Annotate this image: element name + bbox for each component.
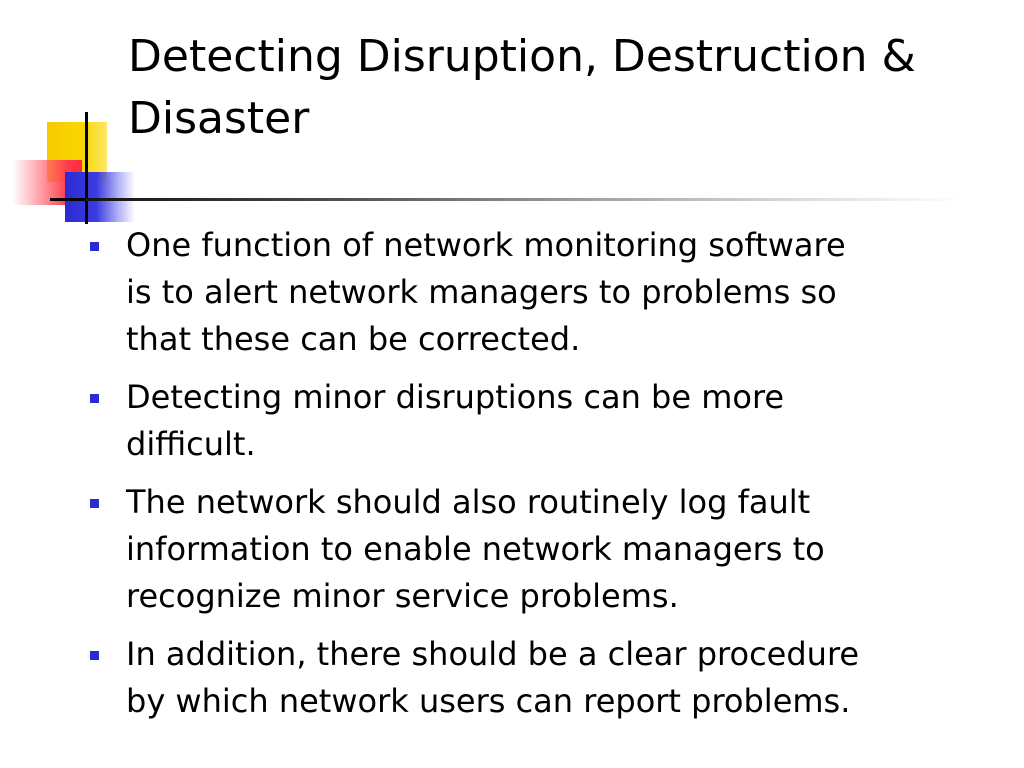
square-bullet-icon bbox=[90, 394, 99, 403]
bullet-text: Detecting minor disruptions can be more … bbox=[126, 378, 785, 463]
logo-blue-square bbox=[65, 172, 135, 222]
bullet-list: One function of network monitoring softw… bbox=[90, 222, 970, 736]
title-underline bbox=[85, 198, 965, 201]
bullet-item: One function of network monitoring softw… bbox=[90, 222, 970, 363]
bullet-text: In addition, there should be a clear pro… bbox=[126, 635, 860, 720]
bullet-text: The network should also routinely log fa… bbox=[126, 483, 825, 615]
square-bullet-icon bbox=[90, 499, 99, 508]
bullet-text: One function of network monitoring softw… bbox=[126, 226, 846, 358]
bullet-item: Detecting minor disruptions can be more … bbox=[90, 374, 970, 468]
bullet-item: The network should also routinely log fa… bbox=[90, 479, 970, 620]
slide-title: Detecting Disruption, Destruction & Disa… bbox=[128, 26, 998, 150]
bullet-item: In addition, there should be a clear pro… bbox=[90, 631, 970, 725]
slide-title-text: Detecting Disruption, Destruction & Disa… bbox=[128, 31, 916, 144]
square-bullet-icon bbox=[90, 242, 99, 251]
square-bullet-icon bbox=[90, 651, 99, 660]
logo-vertical-line bbox=[85, 112, 88, 224]
template-logo-icon bbox=[0, 0, 155, 240]
